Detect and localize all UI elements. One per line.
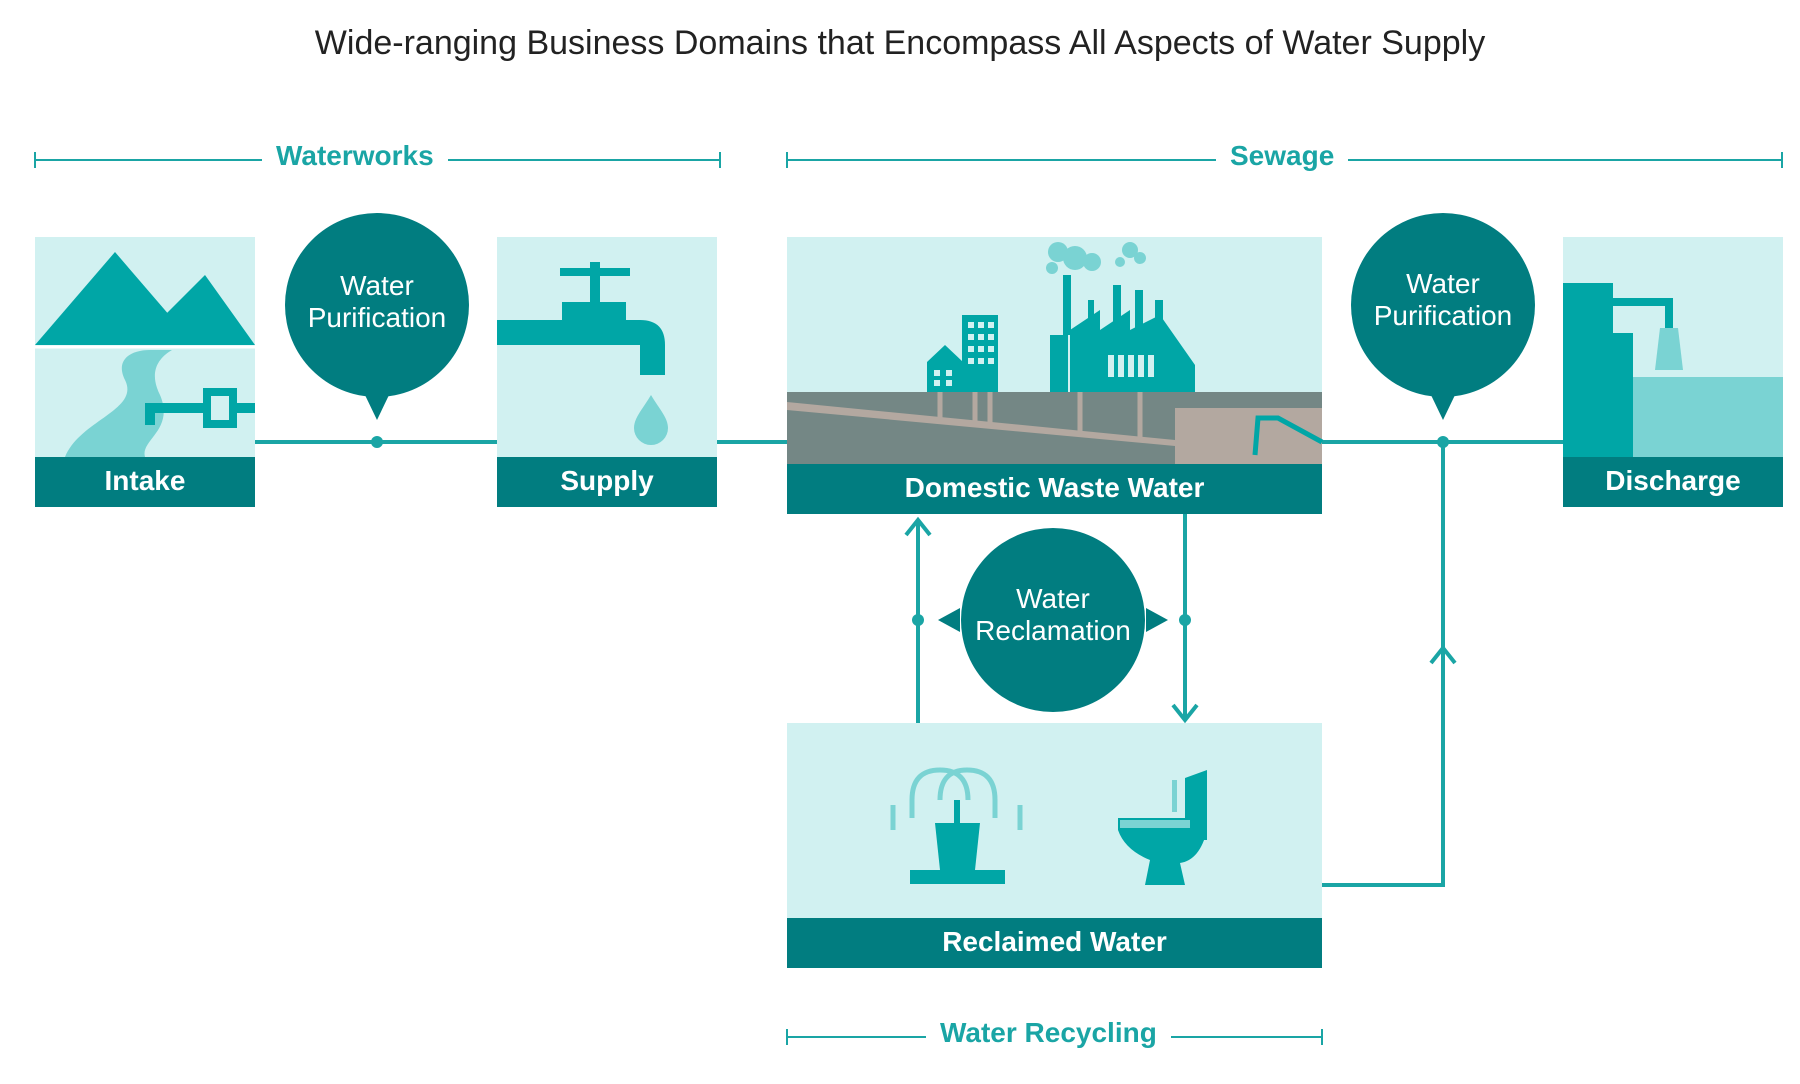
shower-outlet-icon: [1613, 298, 1683, 370]
box-label-reclaimed-water: Reclaimed Water: [942, 926, 1167, 957]
intake-pipe-icon: [145, 388, 255, 428]
bubble-line-2: Purification: [307, 302, 447, 333]
box-label-supply: Supply: [560, 465, 654, 496]
box-label-intake: Intake: [104, 465, 186, 496]
box-label-domestic-waste-water: Domestic Waste Water: [904, 472, 1205, 503]
fountain-icon: [890, 767, 1023, 830]
bubble-line-1: Water: [340, 270, 414, 301]
bubble-line-2: Purification: [1373, 300, 1513, 331]
bubble-label-purification-2: Water Purification: [1353, 268, 1533, 332]
outflow-pipe: [1252, 415, 1324, 456]
bubble-label-reclamation: Water Reclamation: [963, 583, 1143, 647]
water-purification-bubble-1: [285, 213, 469, 420]
river-icon: [65, 350, 172, 457]
reclaimed-outflow-line: [1322, 442, 1457, 887]
junction-dot-1: [371, 436, 383, 448]
bubble-label-purification-1: Water Purification: [287, 270, 467, 334]
water-purification-bubble-2: [1351, 213, 1535, 420]
discharge-box: [1563, 237, 1783, 507]
drain-pipes: [937, 392, 1143, 439]
bubble-line-2: Reclamation: [975, 615, 1131, 646]
mountain-icon: [35, 252, 195, 345]
treatment-tank: [1175, 408, 1322, 464]
section-label-sewage: Sewage: [1216, 140, 1349, 172]
sewer-pipe: [787, 402, 1175, 446]
supply-box: [497, 237, 717, 507]
box-label-discharge: Discharge: [1605, 465, 1741, 496]
section-label-waterworks: Waterworks: [262, 140, 448, 172]
domestic-waste-water-box: [787, 237, 1324, 514]
bubble-line-1: Water: [1016, 583, 1090, 614]
toilet-icon: [1118, 770, 1207, 885]
section-label-water-recycling: Water Recycling: [926, 1017, 1171, 1049]
bubble-line-1: Water: [1406, 268, 1480, 299]
diagram-title: Wide-ranging Business Domains that Encom…: [314, 24, 1486, 62]
water-reclamation-bubble: [938, 528, 1168, 712]
building-windows: [934, 322, 1154, 386]
smoke-icon: [1046, 242, 1146, 274]
intake-box: [35, 237, 255, 507]
faucet-icon: [497, 262, 665, 375]
water-drop-icon: [634, 395, 668, 445]
reclaimed-water-box: [787, 723, 1322, 968]
discharge-water: [1633, 377, 1783, 457]
